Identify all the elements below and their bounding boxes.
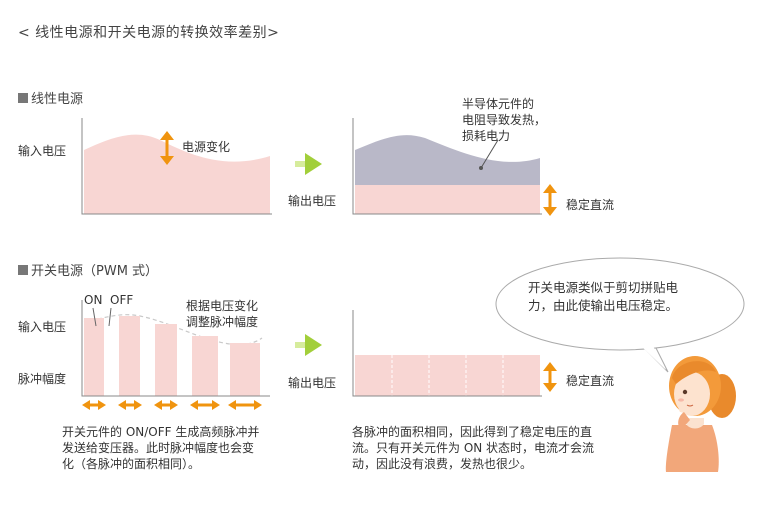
double-arrow-icon (543, 184, 557, 216)
bubble-line: 开关电源类似于剪切拼贴电 (528, 280, 679, 295)
double-arrow-icon (154, 400, 178, 410)
pwm-pulse (155, 324, 177, 396)
double-arrow-icon (82, 400, 106, 410)
square-bullet-icon (18, 265, 28, 275)
loss-note-line: 半导体元件的 (462, 97, 535, 111)
pwm-output-label: 输出电压 (288, 376, 337, 390)
pwm-pulse (119, 316, 140, 396)
pwm-input-label: 输入电压 (18, 320, 67, 334)
loss-note-line: 电阻导致发热， (462, 113, 547, 127)
pwm-output-area (355, 355, 540, 396)
linear-loss-area (355, 135, 540, 185)
desc-line: 流。只有开关元件为 ON 状态时，电流才会流 (352, 441, 595, 455)
pwm-description-left: 开关元件的 ON/OFF 生成高频脉冲并 发送给变压器。此时脉冲幅度也会变 化（… (62, 424, 312, 472)
pwm-pulse (230, 343, 260, 396)
bubble-text: 开关电源类似于剪切拼贴电 力，由此使输出电压稳定。 (528, 279, 728, 315)
off-pointer (108, 307, 112, 327)
loss-pointer-dot (479, 166, 483, 170)
change-note-line: 调整脉冲幅度 (186, 315, 259, 329)
linear-change-label: 电源变化 (182, 140, 231, 154)
desc-line: 化（各脉冲的面积相同）。 (62, 457, 201, 471)
pwm-stable-label: 稳定直流 (566, 374, 615, 388)
pwm-input-axes (81, 300, 270, 397)
square-bullet-icon (18, 93, 28, 103)
linear-stable-label: 稳定直流 (566, 198, 615, 212)
off-label: OFF (110, 293, 134, 307)
linear-input-label: 输入电压 (18, 144, 67, 158)
pwm-heading: 开关电源（PWM 式） (18, 260, 158, 279)
on-pointer (92, 307, 97, 327)
pwm-output-axes (352, 310, 542, 397)
double-arrow-icon (160, 131, 174, 165)
on-label: ON (84, 293, 103, 307)
bubble-line: 力，由此使输出电压稳定。 (528, 298, 679, 313)
linear-input-axes (81, 118, 272, 215)
linear-output-label: 输出电压 (288, 194, 337, 208)
pwm-output-dividers (391, 355, 504, 396)
loss-pointer (480, 139, 499, 169)
pwm-pulse (192, 336, 218, 396)
pwm-heading-text: 开关电源（PWM 式） (31, 264, 159, 279)
loss-note-line: 损耗电力 (462, 129, 511, 143)
double-arrow-icon (543, 362, 557, 392)
linear-heading-text: 线性电源 (31, 92, 84, 107)
double-arrow-icon (228, 400, 262, 410)
linear-output-axes (352, 118, 542, 215)
desc-line: 发送给变压器。此时脉冲幅度也会变 (62, 441, 255, 455)
pwm-pulse (84, 318, 104, 396)
pulse-width-label: 脉冲幅度 (18, 372, 67, 386)
double-arrow-icon (190, 400, 220, 410)
linear-heading: 线性电源 (18, 88, 83, 107)
green-arrow-icon (295, 334, 322, 356)
linear-output-area (355, 185, 540, 214)
speech-bubble (495, 257, 745, 373)
desc-line: 动，因此没有浪费，发热也很少。 (352, 457, 533, 471)
linear-input-wave (84, 134, 270, 214)
pwm-change-note: 根据电压变化 调整脉冲幅度 (186, 298, 286, 330)
double-arrow-icon (118, 400, 142, 410)
page-title: < 线性电源和开关电源的转换效率差别> (18, 25, 280, 41)
loss-note: 半导体元件的 电阻导致发热， 损耗电力 (462, 96, 572, 144)
change-note-line: 根据电压变化 (186, 299, 259, 313)
girl-illustration (665, 356, 736, 472)
desc-line: 开关元件的 ON/OFF 生成高频脉冲并 (62, 425, 260, 439)
green-arrow-icon (295, 153, 322, 175)
desc-line: 各脉冲的面积相同，因此得到了稳定电压的直 (352, 425, 593, 439)
pwm-description-right: 各脉冲的面积相同，因此得到了稳定电压的直 流。只有开关元件为 ON 状态时，电流… (352, 424, 642, 472)
